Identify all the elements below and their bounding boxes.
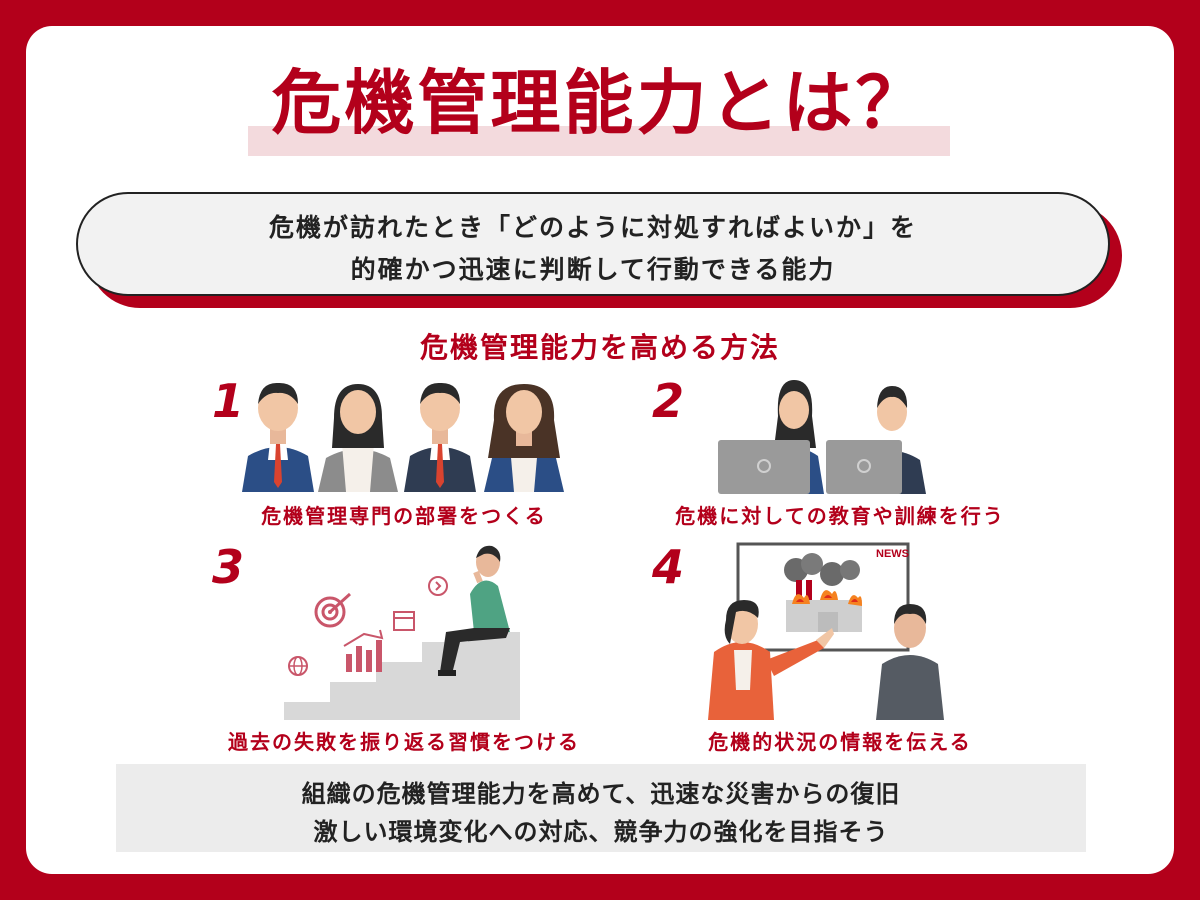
method-2-number: 2 <box>652 374 685 428</box>
summary-line-1: 組織の危機管理能力を高めて、迅速な災害からの復旧 <box>301 780 901 808</box>
definition-line-2: 的確かつ迅速に判断して行動できる能力 <box>350 255 836 284</box>
summary-line-2: 激しい環境変化への対応、競争力の強化を目指そう <box>313 818 889 846</box>
reflection-stairs-illustration <box>284 545 520 720</box>
target-icon <box>314 596 346 628</box>
method-2-caption: 危機に対しての教育や訓練を行う <box>675 504 1005 528</box>
method-3-number: 3 <box>212 540 245 594</box>
method-4-number: 4 <box>652 540 685 594</box>
summary-panel <box>116 764 1086 852</box>
methods-heading: 危機管理能力を高める方法 <box>419 331 780 364</box>
method-1-caption: 危機管理専門の部署をつくる <box>261 504 547 528</box>
definition-box <box>76 192 1110 296</box>
team-people-illustration <box>242 382 564 492</box>
method-1-number: 1 <box>212 374 245 428</box>
title-highlight <box>248 126 950 156</box>
method-3-caption: 過去の失敗を振り返る習慣をつける <box>228 730 580 754</box>
page-title: 危機管理能力とは？ <box>271 62 929 144</box>
news-report-illustration <box>708 542 944 720</box>
method-4-caption: 危機的状況の情報を伝える <box>708 730 972 754</box>
main-card <box>26 26 1174 874</box>
definition-line-1: 危機が訪れたとき「どのように対処すればよいか」を <box>268 213 917 242</box>
training-laptops-illustration <box>718 380 926 494</box>
news-label: NEWS <box>876 548 909 560</box>
